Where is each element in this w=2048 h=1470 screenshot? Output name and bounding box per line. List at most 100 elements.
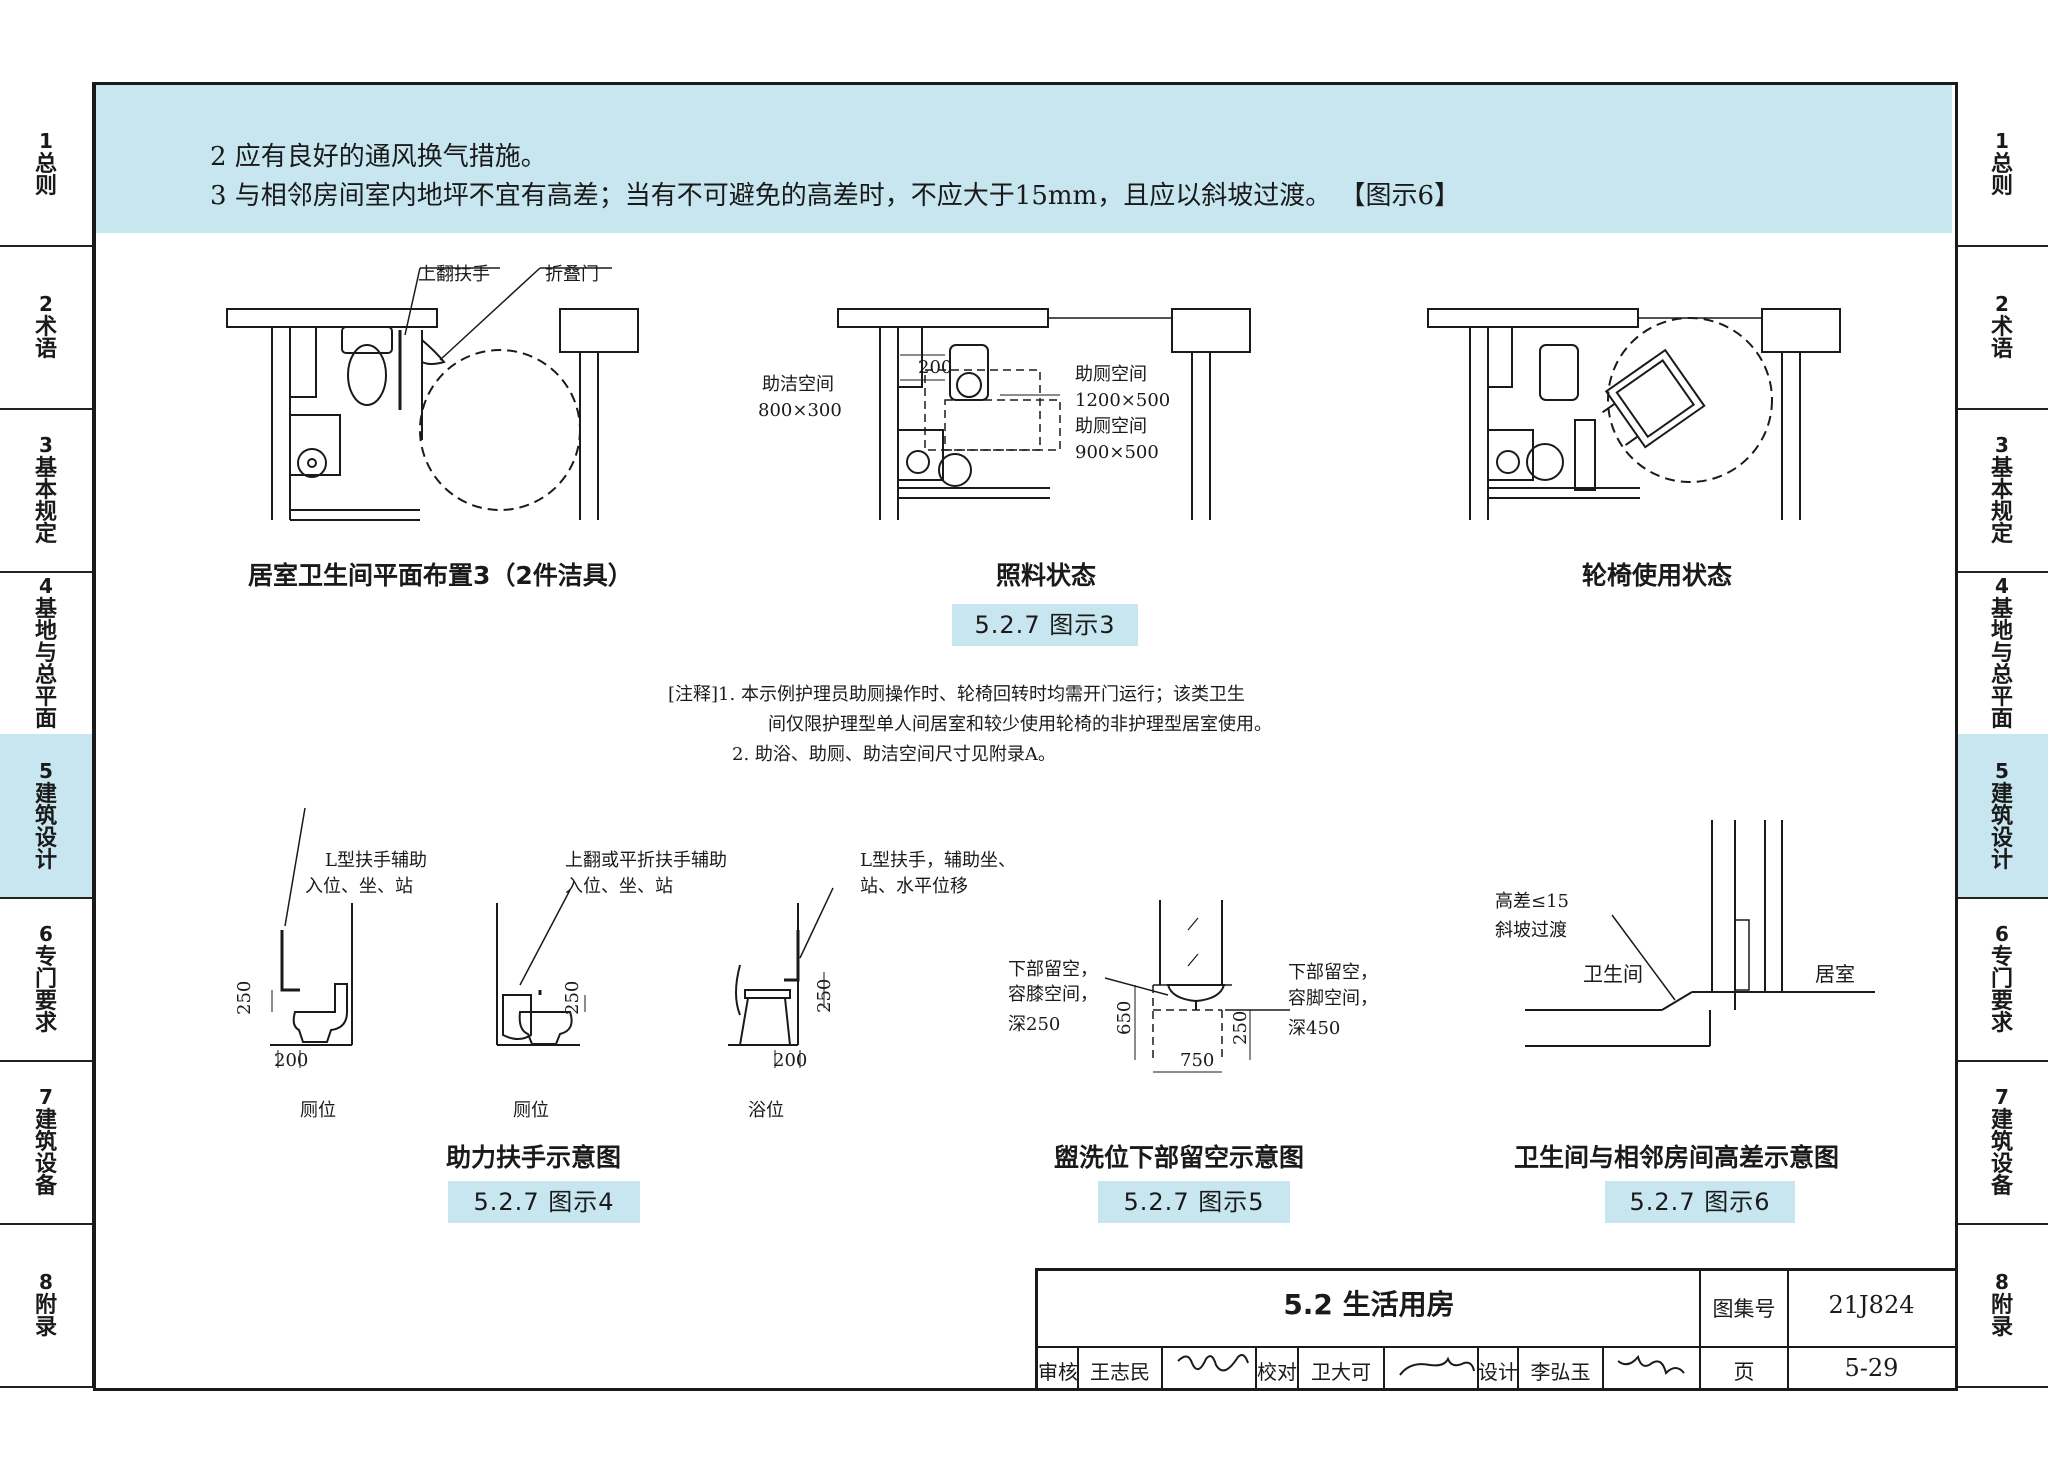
atlas-number: 21J824 xyxy=(1828,1291,1915,1319)
page-label: 页 xyxy=(1733,1360,1755,1384)
chapter-title: 术语 xyxy=(34,314,57,362)
plan-2-drawing xyxy=(837,308,1251,520)
note-line-2: 间仅限护理型单人间居室和较少使用轮椅的非护理型居室使用。 xyxy=(768,714,1272,735)
chapter-number: 6 xyxy=(1995,921,2009,946)
chapter-title: 建筑设计 xyxy=(1990,781,2013,873)
label-toilet-dim-1: 1200×500 xyxy=(1075,390,1170,411)
caption-plan-1: 居室卫生间平面布置3（2件洁具） xyxy=(248,561,633,590)
note-line-1: [注释]1. 本示例护理员助厕操作时、轮椅回转时均需开门运行；该类卫生 xyxy=(668,684,1245,705)
figure-4-drawing xyxy=(270,807,834,1068)
reviewer-name: 王志民 xyxy=(1090,1360,1150,1384)
figure-4-tag: 5.2.7 图示4 xyxy=(448,1181,640,1223)
dim-fig5-650: 650 xyxy=(1114,1001,1135,1035)
checker-name: 卫大可 xyxy=(1311,1360,1371,1384)
sheet-title: 5.2 生活用房 xyxy=(1283,1288,1455,1321)
title-block-grid xyxy=(1038,1271,1955,1388)
chapter-number: 1 xyxy=(39,128,53,153)
label-fig5-foot-3: 深450 xyxy=(1288,1018,1340,1039)
figure-5-tag: 5.2.7 图示5 xyxy=(1098,1181,1290,1223)
clause-2-text: 2 应有良好的通风换气措施。 xyxy=(210,142,547,172)
label-fig6-bathroom: 卫生间 xyxy=(1583,962,1643,986)
chapter-number: 8 xyxy=(39,1269,53,1294)
chapter-number: 2 xyxy=(1995,291,2009,316)
label-flip-handrail: 上翻扶手 xyxy=(418,264,490,285)
chapter-title: 附录 xyxy=(34,1292,57,1340)
label-fig6-bedroom: 居室 xyxy=(1815,962,1855,986)
title-block: 5.2 生活用房 图集号 21J824 页 5-29 审核 王志民 校对 卫大可… xyxy=(1035,1268,1955,1388)
caption-figure-6: 卫生间与相邻房间高差示意图 xyxy=(1514,1143,1840,1172)
chapter-number: 3 xyxy=(39,432,53,457)
label-fig6-slope: 斜坡过渡 xyxy=(1495,920,1567,941)
dim-fig5-750: 750 xyxy=(1180,1050,1214,1071)
atlas-no-label: 图集号 xyxy=(1712,1297,1776,1321)
label-toilet-space-1: 助厕空间 xyxy=(1075,364,1147,385)
label-toilet-space-2: 助厕空间 xyxy=(1075,416,1147,437)
chapter-title: 专门要求 xyxy=(34,944,57,1036)
label-fig4-3-b: 站、水平位移 xyxy=(860,876,968,897)
note-line-3: 2. 助浴、助厕、助洁空间尺寸见附录A。 xyxy=(732,744,1056,765)
figure-5-drawing xyxy=(1104,900,1290,1073)
chapter-title: 建筑设计 xyxy=(34,781,57,873)
chapter-title: 总则 xyxy=(1990,151,2013,199)
header-band xyxy=(96,85,1952,233)
review-label: 审核 xyxy=(1038,1360,1078,1384)
label-clean-dim: 800×300 xyxy=(758,400,842,421)
dim-fig5-250: 250 xyxy=(1230,1011,1251,1045)
label-fig4-1-name: 厕位 xyxy=(300,1100,336,1121)
caption-figure-5: 盥洗位下部留空示意图 xyxy=(1054,1143,1305,1172)
label-clean-space: 助洁空间 xyxy=(762,374,834,395)
label-fig4-2-b: 入位、坐、站 xyxy=(565,876,673,897)
chapter-title: 总则 xyxy=(34,151,57,199)
label-fig4-1-b: 入位、坐、站 xyxy=(305,876,413,897)
chapter-title: 基本规定 xyxy=(1990,455,2013,547)
dim-fig4-1-250: 250 xyxy=(234,981,255,1015)
caption-plan-2: 照料状态 xyxy=(996,561,1097,590)
designer-name: 李弘玉 xyxy=(1530,1360,1591,1384)
clause-3-text: 3 与相邻房间室内地坪不宜有高差；当有不可避免的高差时，不应大于15mm，且应以… xyxy=(210,181,1461,211)
drawing-frame xyxy=(93,82,1958,1391)
label-folding-door: 折叠门 xyxy=(545,264,599,285)
chapter-title: 基地与总平面 xyxy=(1990,596,2013,732)
dim-fig4-3-250: 250 xyxy=(814,979,835,1013)
label-fig5-foot-1: 下部留空， xyxy=(1288,962,1378,983)
page-number: 5-29 xyxy=(1844,1354,1899,1382)
label-fig4-3-a: L型扶手，辅助坐、 xyxy=(860,850,1016,871)
plan-1-drawing xyxy=(226,267,639,521)
label-fig6-height: 高差≤15 xyxy=(1495,891,1569,912)
chapter-title: 建筑设备 xyxy=(1990,1107,2013,1199)
chapter-number: 8 xyxy=(1995,1269,2009,1294)
chapter-title: 建筑设备 xyxy=(34,1107,57,1199)
figure-6-drawing xyxy=(1525,820,1875,1047)
caption-figure-4: 助力扶手示意图 xyxy=(446,1143,622,1172)
label-fig4-1-a: L型扶手辅助 xyxy=(325,850,427,871)
chapter-number: 5 xyxy=(1995,758,2009,783)
check-label: 校对 xyxy=(1257,1360,1297,1384)
signatures xyxy=(1177,1354,1685,1376)
figure-3-tag: 5.2.7 图示3 xyxy=(952,604,1138,646)
label-fig5-foot-2: 容脚空间， xyxy=(1288,988,1378,1009)
chapter-number: 1 xyxy=(1995,128,2009,153)
chapter-title: 基本规定 xyxy=(34,455,57,547)
chapter-number: 3 xyxy=(1995,432,2009,457)
chapter-title: 基地与总平面 xyxy=(34,596,57,732)
label-fig5-knee-1: 下部留空， xyxy=(1008,959,1098,980)
label-fig4-2-name: 厕位 xyxy=(513,1100,549,1121)
chapter-title: 专门要求 xyxy=(1990,944,2013,1036)
